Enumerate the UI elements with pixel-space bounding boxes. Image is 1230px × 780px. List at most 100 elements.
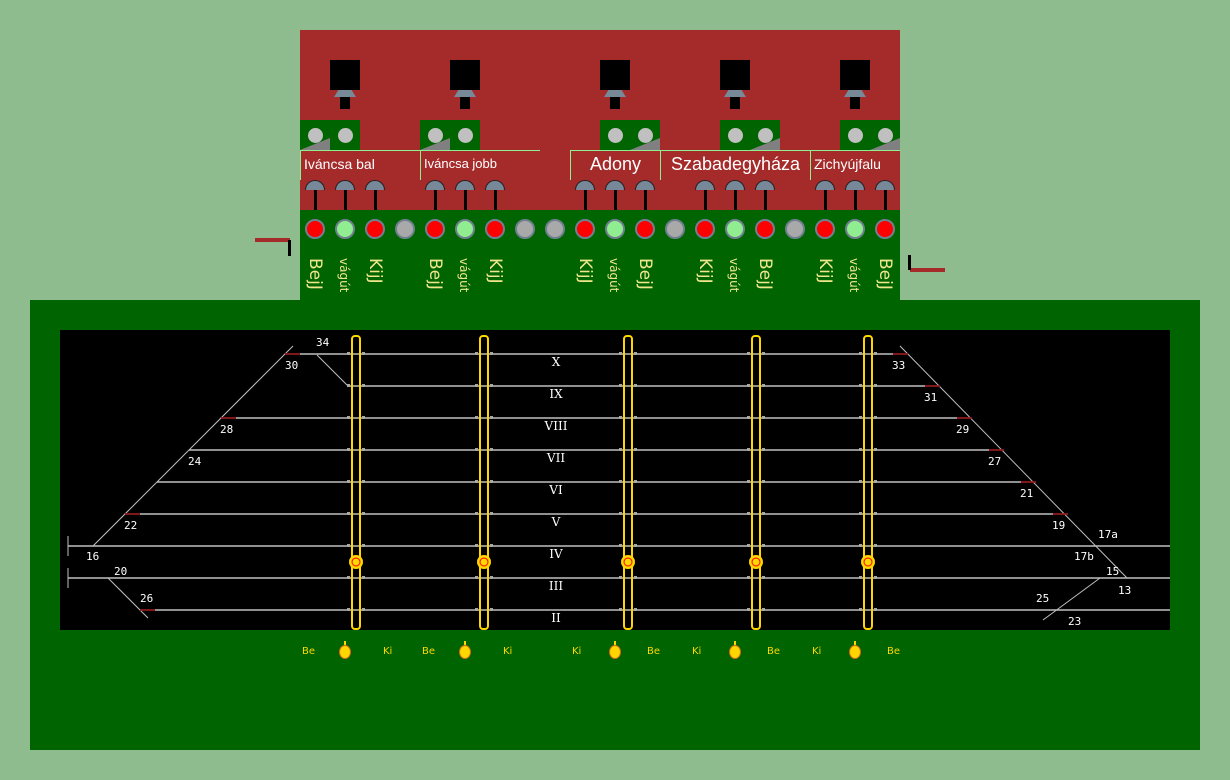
signal-head-1[interactable] bbox=[450, 60, 480, 90]
bar-handle-2[interactable] bbox=[621, 555, 635, 569]
route-button-12[interactable] bbox=[815, 180, 835, 210]
track-joint bbox=[362, 352, 365, 355]
label-bej: BejJ bbox=[425, 258, 445, 290]
point-indicator-4[interactable] bbox=[840, 120, 900, 150]
switch-number: 16 bbox=[86, 550, 99, 563]
switch-number: 28 bbox=[220, 423, 233, 436]
signal-cap-0 bbox=[334, 90, 356, 97]
route-button-7[interactable] bbox=[605, 180, 625, 210]
route-button-0[interactable] bbox=[305, 180, 325, 210]
bar-handle-1[interactable] bbox=[477, 555, 491, 569]
track-joint bbox=[859, 352, 862, 355]
lamp-bulb-stem bbox=[464, 641, 466, 646]
track-joint bbox=[619, 448, 622, 451]
bar-handle-3[interactable] bbox=[749, 555, 763, 569]
indicator-lamp-gray bbox=[395, 219, 415, 239]
track-label: VII bbox=[546, 451, 565, 465]
point-lamp bbox=[308, 128, 323, 143]
bottom-label-be: Be bbox=[647, 646, 661, 657]
indicator-lamp-red bbox=[875, 219, 895, 239]
bulb-icon[interactable] bbox=[849, 645, 861, 659]
point-indicator-2[interactable] bbox=[600, 120, 660, 150]
label-vagut: vágút bbox=[607, 258, 621, 293]
route-button-9[interactable] bbox=[695, 180, 715, 210]
route-button-4[interactable] bbox=[455, 180, 475, 210]
crossing-bar-1 bbox=[479, 335, 489, 630]
bulb-icon[interactable] bbox=[729, 645, 741, 659]
track-joint bbox=[874, 352, 877, 355]
track-joint bbox=[874, 384, 877, 387]
route-button-14[interactable] bbox=[875, 180, 895, 210]
route-button-8[interactable] bbox=[635, 180, 655, 210]
bottom-label-ki: Ki bbox=[812, 646, 822, 657]
switch-number: 25 bbox=[1036, 592, 1049, 605]
switch-diagonal bbox=[92, 345, 294, 547]
track-joint bbox=[874, 544, 877, 547]
track-joint bbox=[490, 352, 493, 355]
track-label: V bbox=[551, 515, 561, 529]
track-joint bbox=[619, 384, 622, 387]
switch-number: 22 bbox=[124, 519, 137, 532]
point-lamp bbox=[638, 128, 653, 143]
track-joint bbox=[747, 608, 750, 611]
route-button-11[interactable] bbox=[755, 180, 775, 210]
indicator-lamp-gray bbox=[545, 219, 565, 239]
route-button-2[interactable] bbox=[365, 180, 385, 210]
track-joint bbox=[874, 480, 877, 483]
switch-number: 17b bbox=[1074, 550, 1094, 563]
point-indicator-3[interactable] bbox=[720, 120, 780, 150]
switch-number: 24 bbox=[188, 455, 202, 468]
label-vagut: vágút bbox=[727, 258, 741, 293]
track-joint bbox=[634, 512, 637, 515]
label-kij: KijJ bbox=[575, 258, 595, 284]
track-joint bbox=[762, 448, 765, 451]
route-button-10[interactable] bbox=[725, 180, 745, 210]
route-button-13[interactable] bbox=[845, 180, 865, 210]
bar-handle-ring bbox=[351, 557, 361, 567]
signal-stem-1 bbox=[460, 97, 470, 109]
track-joint bbox=[874, 608, 877, 611]
indicator-lamp-red bbox=[305, 219, 325, 239]
track-joint bbox=[762, 352, 765, 355]
track-joint bbox=[762, 608, 765, 611]
track-joint bbox=[619, 512, 622, 515]
label-kij: KijJ bbox=[485, 258, 505, 284]
bulb-icon[interactable] bbox=[609, 645, 621, 659]
signal-head-0[interactable] bbox=[330, 60, 360, 90]
track-joint bbox=[475, 480, 478, 483]
button-stem bbox=[824, 190, 827, 210]
track-joint bbox=[874, 512, 877, 515]
indicator-lamp-gray bbox=[515, 219, 535, 239]
point-lamp bbox=[428, 128, 443, 143]
bulb-icon[interactable] bbox=[459, 645, 471, 659]
route-button-6[interactable] bbox=[575, 180, 595, 210]
route-button-1[interactable] bbox=[335, 180, 355, 210]
track-joint bbox=[634, 352, 637, 355]
point-lamp bbox=[878, 128, 893, 143]
button-stem bbox=[704, 190, 707, 210]
bulb-icon[interactable] bbox=[339, 645, 351, 659]
signal-head-4[interactable] bbox=[840, 60, 870, 90]
track-joint bbox=[874, 576, 877, 579]
track-joint bbox=[475, 416, 478, 419]
button-stem bbox=[854, 190, 857, 210]
point-indicator-0[interactable] bbox=[300, 120, 360, 150]
track-joint bbox=[747, 416, 750, 419]
route-button-5[interactable] bbox=[485, 180, 505, 210]
label-bej: BejJ bbox=[755, 258, 775, 290]
signal-head-3[interactable] bbox=[720, 60, 750, 90]
bar-handle-0[interactable] bbox=[349, 555, 363, 569]
button-stem bbox=[764, 190, 767, 210]
point-indicator-1[interactable] bbox=[420, 120, 480, 150]
signal-head-2[interactable] bbox=[600, 60, 630, 90]
button-stem bbox=[614, 190, 617, 210]
switch-number: 19 bbox=[1052, 519, 1065, 532]
indicator-lamp-red bbox=[365, 219, 385, 239]
button-stem bbox=[464, 190, 467, 210]
connector-right bbox=[910, 268, 945, 272]
station-label: Szabadegyháza bbox=[660, 150, 810, 180]
track-joint bbox=[362, 448, 365, 451]
switch-diagonal bbox=[107, 577, 149, 619]
route-button-3[interactable] bbox=[425, 180, 445, 210]
bar-handle-4[interactable] bbox=[861, 555, 875, 569]
